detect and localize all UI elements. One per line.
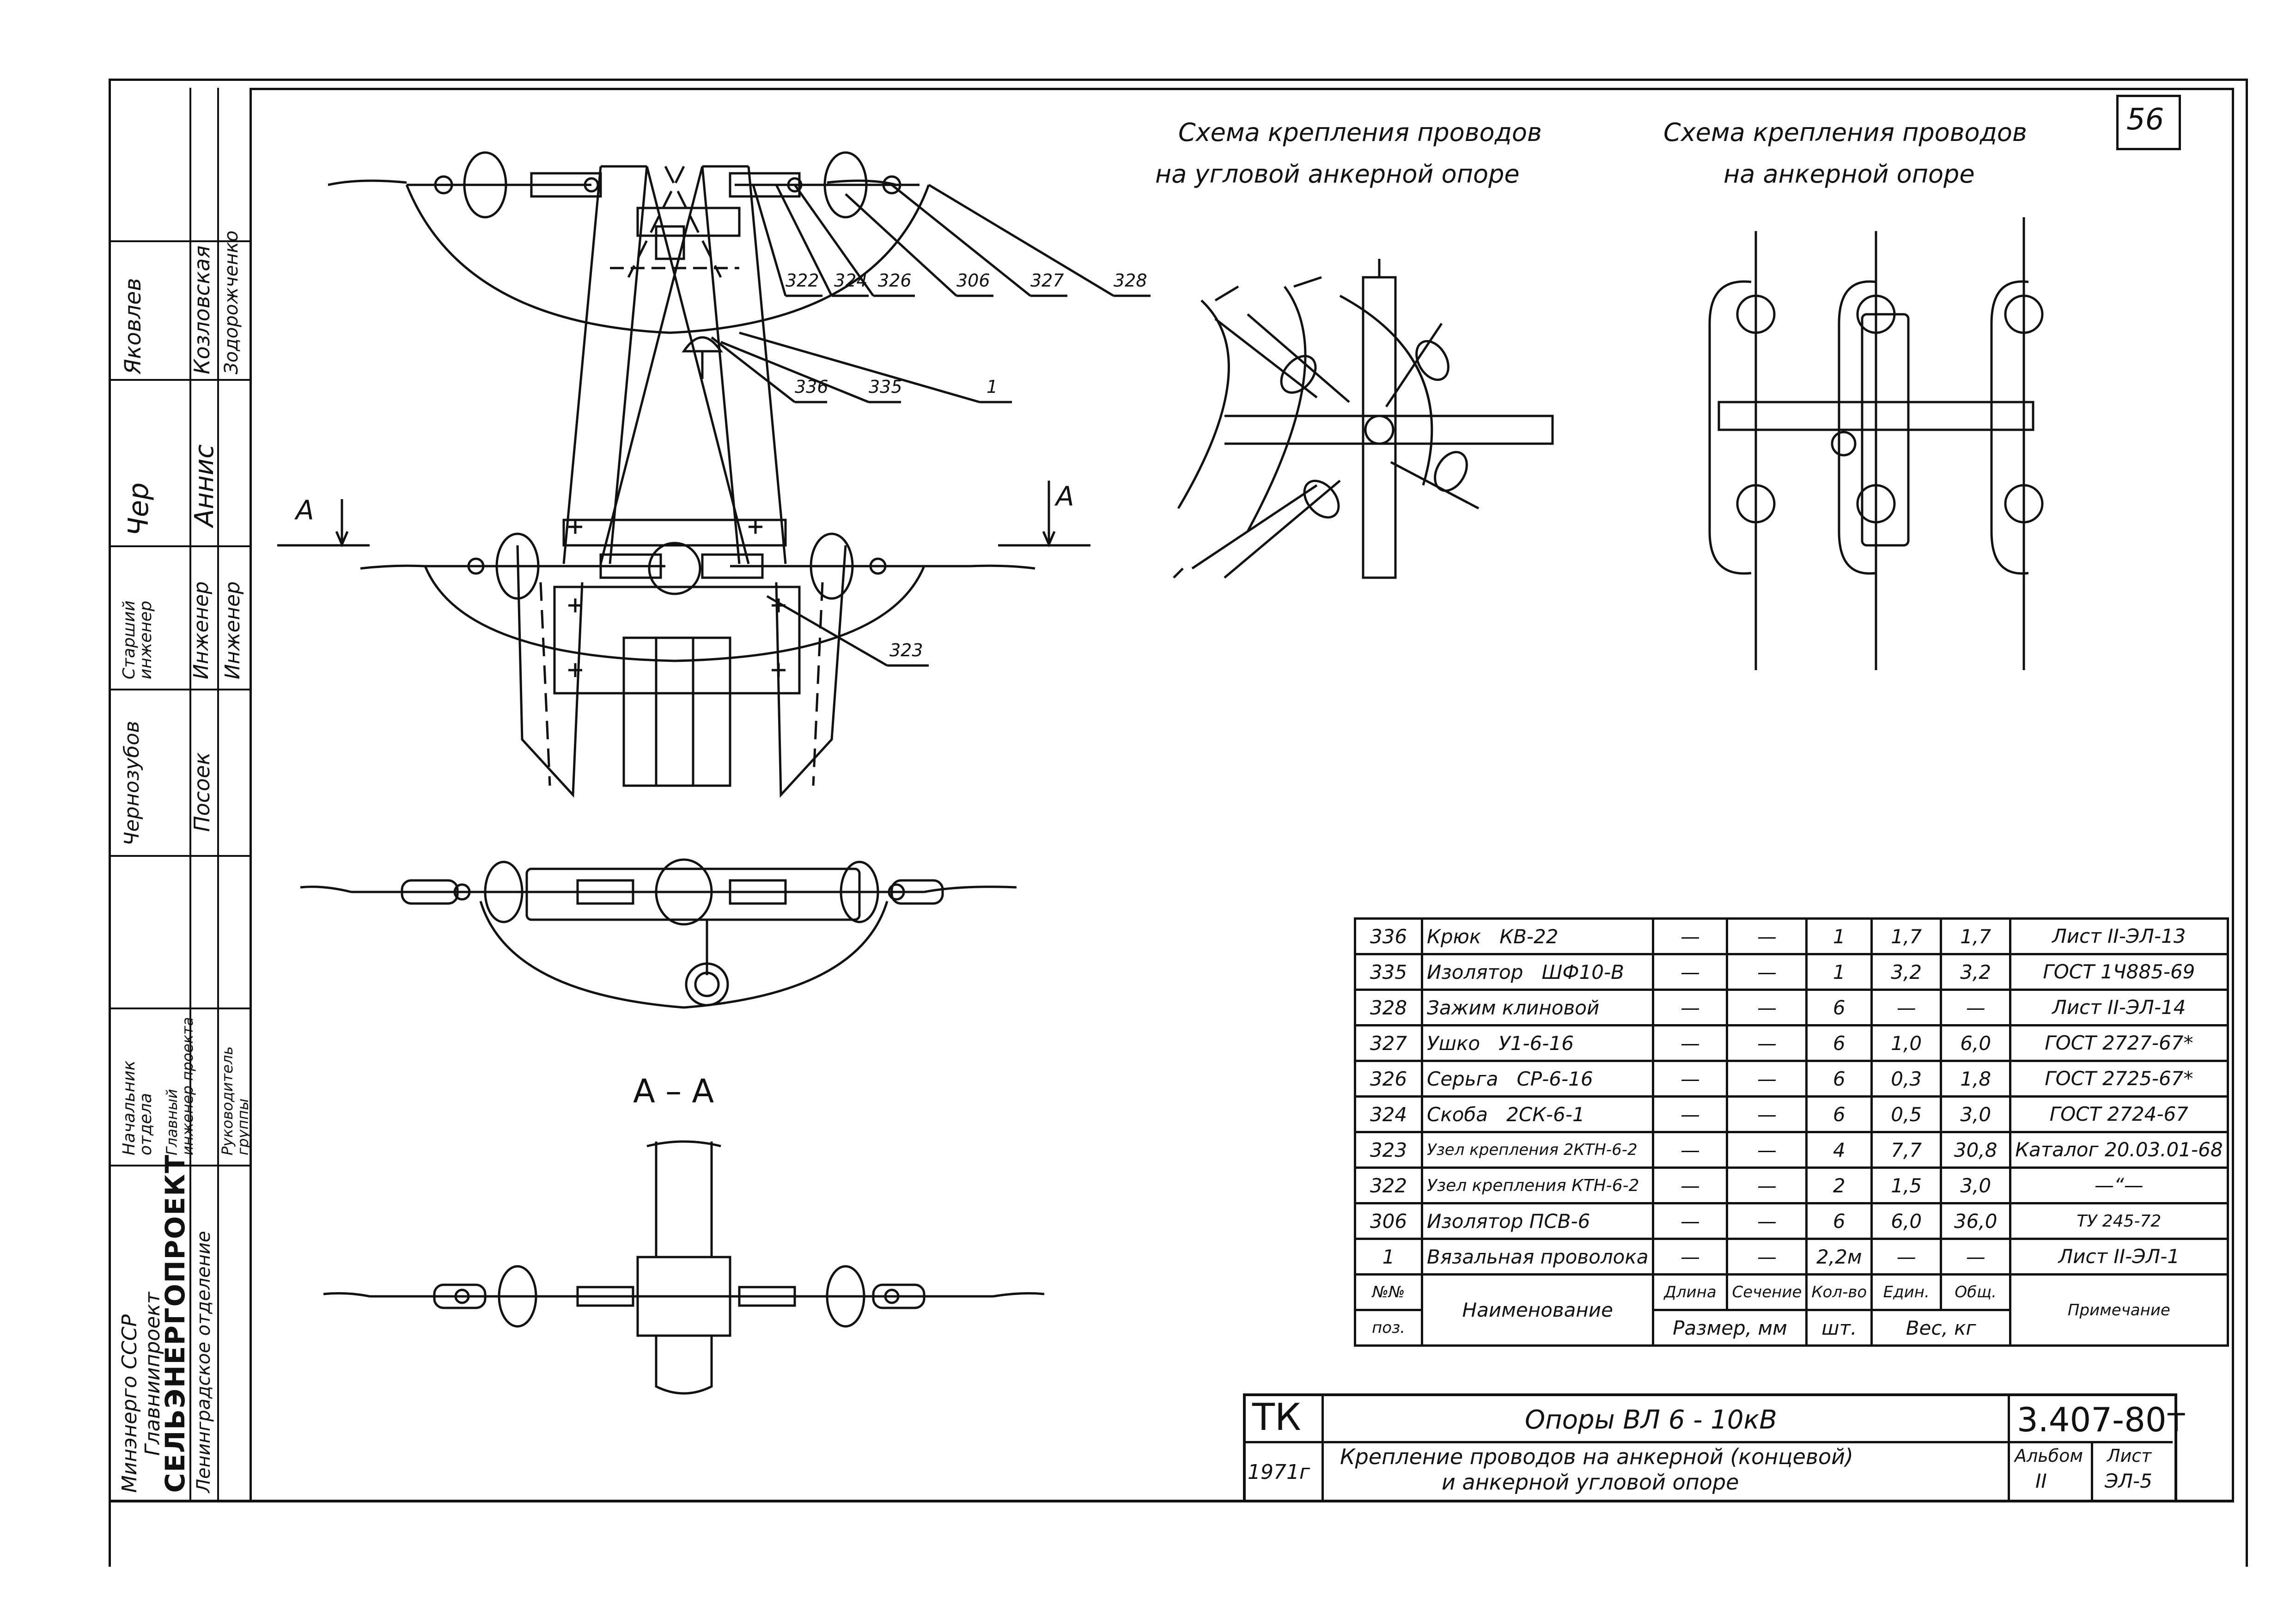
side-col-2 xyxy=(217,88,219,1502)
tb-code: 3.407-80т xyxy=(2017,1400,2186,1439)
callout-322: 322 xyxy=(786,270,819,291)
tb-album-label: Альбом xyxy=(2015,1446,2083,1466)
tb-sheet-label: Лист xyxy=(2107,1446,2152,1466)
frame-inner-right xyxy=(2232,88,2234,1502)
tb-vline-3 xyxy=(2091,1442,2093,1500)
front-view xyxy=(277,151,1151,798)
tb-subtitle-1: Крепление проводов на анкерной (концевой… xyxy=(1340,1444,1854,1469)
side-row-7 xyxy=(111,1165,250,1166)
anchor-scheme-title-1: Схема крепления проводов xyxy=(1663,118,2027,147)
table-header-row: поз. Размер, мм шт. Вес, кг xyxy=(1354,1309,2228,1347)
callout-328: 328 xyxy=(1114,270,1147,291)
section-mark-left: А xyxy=(296,495,314,526)
anchor-scheme-title-2: на анкерной опоре xyxy=(1724,159,1975,189)
callout-324: 324 xyxy=(834,270,868,291)
sheet-number-box xyxy=(2116,95,2181,150)
side-col-1 xyxy=(189,88,191,1502)
tb-subtitle-2: и анкерной угловой опоре xyxy=(1442,1470,1739,1495)
callout-336: 336 xyxy=(795,377,828,397)
frame-right xyxy=(2246,79,2248,1567)
callout-323: 323 xyxy=(889,640,923,660)
angle-scheme xyxy=(1173,259,1554,579)
side-row-3 xyxy=(111,545,250,547)
title-block xyxy=(1243,1393,2177,1500)
side-row-2 xyxy=(111,379,250,381)
callout-1: 1 xyxy=(987,377,998,397)
anchor-scheme xyxy=(1708,217,2044,670)
callout-327: 327 xyxy=(1030,270,1064,291)
frame-inner-top xyxy=(250,88,2232,90)
table-row: 1 Вязальная проволока —— 2,2м— —Лист II-… xyxy=(1354,1238,2229,1276)
plan-view xyxy=(300,858,1017,1009)
frame-inner-left xyxy=(250,88,252,1502)
frame-left xyxy=(109,79,111,1567)
section-view xyxy=(323,1140,1045,1395)
side-row-1 xyxy=(111,240,250,242)
tb-year: 1971г xyxy=(1248,1460,1310,1484)
table-header-row: №№ Наименование Длина Сечение Кол-во Еди… xyxy=(1354,1273,2229,1347)
side-row-6 xyxy=(111,1008,250,1009)
tb-title: Опоры ВЛ 6 - 10кВ xyxy=(1525,1405,1777,1435)
tb-sheet: ЭЛ-5 xyxy=(2105,1470,2152,1492)
section-title: А – А xyxy=(633,1072,714,1110)
tb-vline-2 xyxy=(2008,1393,2010,1500)
angle-scheme-title-2: на угловой анкерной опоре xyxy=(1155,159,1520,189)
tb-hline xyxy=(1243,1441,2173,1443)
table-row: 328 Зажим клиновой —— 6— —Лист II-ЭЛ-14 xyxy=(1354,989,2229,1026)
section-mark-right: А xyxy=(1056,481,1074,512)
side-row-4 xyxy=(111,689,250,690)
side-row-5 xyxy=(111,855,250,857)
sheet-number: 56 xyxy=(2126,103,2164,137)
frame-top xyxy=(109,79,2248,81)
tb-album: II xyxy=(2035,1470,2047,1492)
angle-scheme-title-1: Схема крепления проводов xyxy=(1178,118,1542,147)
tb-vline-1 xyxy=(1322,1393,1324,1500)
frame-inner-bottom xyxy=(111,1500,2234,1502)
callout-306: 306 xyxy=(956,270,990,291)
callout-326: 326 xyxy=(878,270,912,291)
callout-335: 335 xyxy=(869,377,902,397)
tb-tk: ТК xyxy=(1252,1396,1301,1439)
